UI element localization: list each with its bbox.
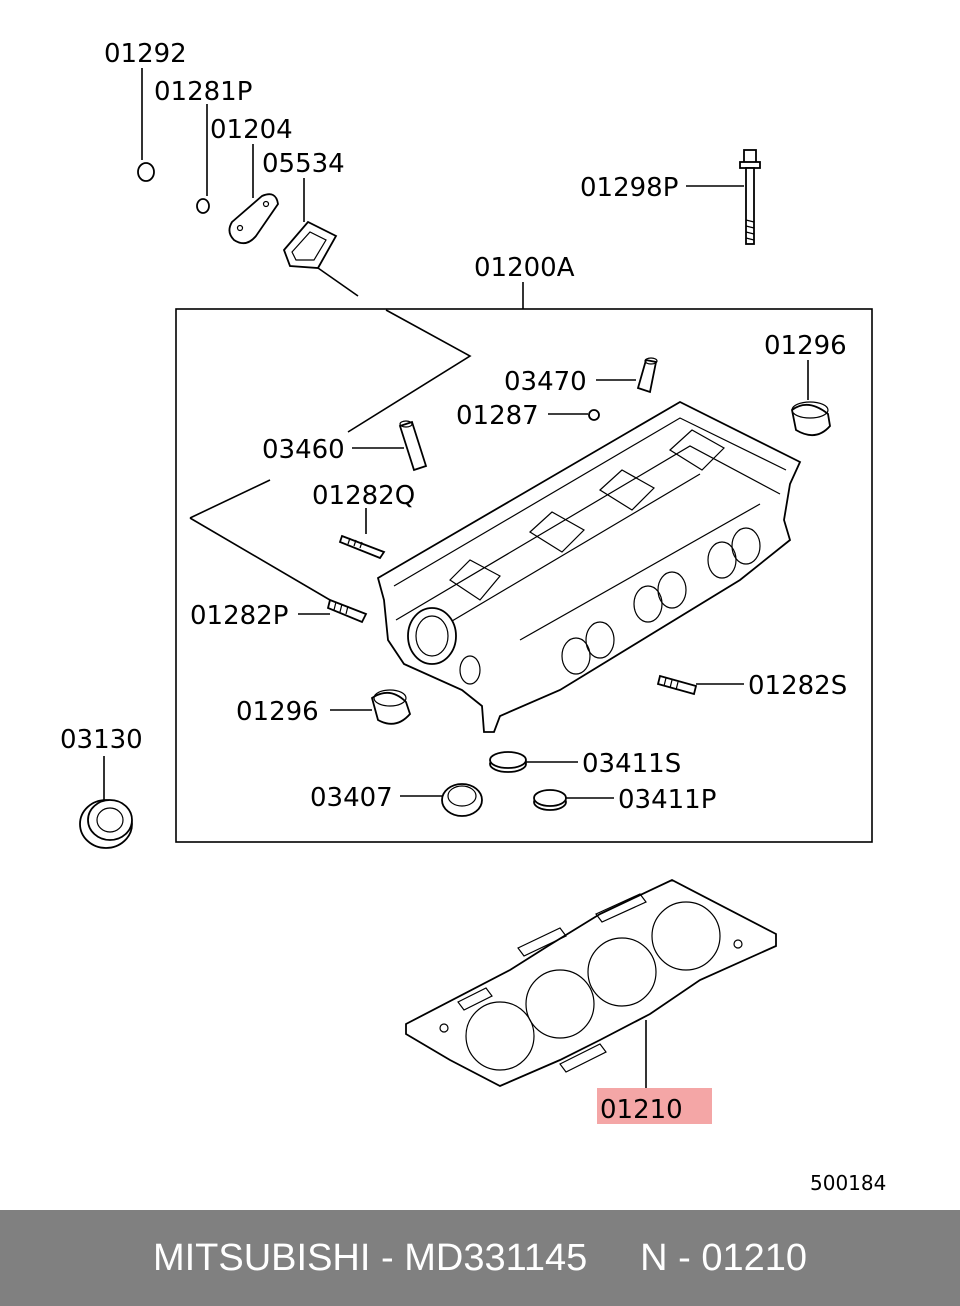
label-01281P: 01281P: [154, 77, 252, 107]
stud-01282P: [298, 598, 368, 624]
oil-seal-03130: [79, 756, 133, 849]
label-01282S: 01282S: [748, 671, 847, 701]
stud-01282S: [656, 674, 744, 696]
label-03130: 03130: [60, 725, 143, 755]
label-03411P: 03411P: [618, 785, 716, 815]
parts-diagram: 01292 01281P 01204 05534 01298P 01200A 0…: [60, 39, 886, 1195]
seal-03411P: [533, 789, 614, 811]
footer-ref-prefix: N: [640, 1236, 668, 1279]
plate-01204: [228, 144, 279, 245]
head-gasket-01210: [405, 878, 777, 1088]
label-01200A: 01200A: [474, 253, 575, 283]
guide-03470: [596, 357, 658, 394]
guide-03460: [352, 420, 428, 472]
label-01204: 01204: [210, 115, 293, 145]
label-01282P: 01282P: [190, 601, 288, 631]
label-03460: 03460: [262, 435, 345, 465]
seal-03411S: [489, 751, 578, 773]
footer-separator-2: -: [667, 1236, 702, 1279]
footer-brand: MITSUBISHI: [152, 1236, 371, 1279]
label-01292: 01292: [104, 39, 187, 69]
gasket-05534: [282, 178, 359, 297]
label-01296-top: 01296: [764, 331, 847, 361]
leader-chain-lower: [189, 479, 271, 519]
assembly-frame: [175, 308, 873, 843]
footer-ref: 01210: [701, 1236, 808, 1279]
plug-01296-top: [791, 360, 831, 436]
label-03411S: 03411S: [582, 749, 681, 779]
label-03407: 03407: [310, 783, 393, 813]
washer-01281P: [196, 104, 210, 214]
label-01210: 01210: [600, 1095, 683, 1125]
stud-01282Q: [338, 508, 386, 560]
pin-01287: [548, 409, 600, 421]
seal-03407: [400, 783, 483, 817]
footer-bar: MITSUBISHI - MD331145 N - 01210: [0, 1210, 960, 1306]
nut-01292: [137, 68, 155, 182]
label-03470: 03470: [504, 367, 587, 397]
leader-chain-lower2: [189, 517, 331, 601]
label-01287: 01287: [456, 401, 539, 431]
figure-number: 500184: [810, 1171, 886, 1195]
leader-chain: [347, 309, 472, 433]
highlight-box: [597, 1088, 712, 1124]
label-01298P: 01298P: [580, 173, 678, 203]
cylinder-head: [376, 400, 802, 733]
footer-part-number: MD331145: [404, 1236, 588, 1279]
footer-gap: [587, 1237, 640, 1280]
label-05534: 05534: [262, 149, 345, 179]
label-01282Q: 01282Q: [312, 481, 415, 511]
bolt-01298P: [686, 149, 761, 245]
label-01296-bottom: 01296: [236, 697, 319, 727]
plug-01296-bottom: [330, 689, 412, 725]
footer-separator: -: [370, 1236, 405, 1279]
